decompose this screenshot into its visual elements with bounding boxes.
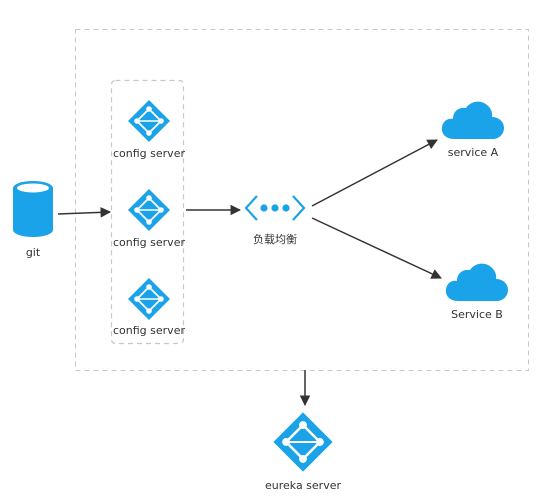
eureka-server-node[interactable]: eureka server <box>265 411 342 492</box>
config-server-group <box>110 79 185 345</box>
eureka-server-label: eureka server <box>265 479 342 492</box>
service-b-node[interactable]: Service B <box>445 263 508 321</box>
cluster-boundary <box>75 29 529 371</box>
diamond-network-icon <box>272 411 334 473</box>
arrow-load-balancer-to-service-b <box>311 217 442 279</box>
load-balancer-label: 负载均衡 <box>253 232 297 246</box>
diamond-network-icon <box>127 188 171 232</box>
load-balancer-node[interactable]: 负载均衡 <box>244 195 306 246</box>
arrow-load-balancer-to-service-a <box>311 139 438 207</box>
database-cylinder-icon <box>13 181 53 237</box>
diamond-network-icon <box>127 99 171 143</box>
config-server-label-1: config server <box>113 147 185 160</box>
config-server-node-3[interactable]: config server <box>113 277 185 337</box>
diamond-network-icon <box>127 277 171 321</box>
config-server-label-3: config server <box>113 324 185 337</box>
arrow-git-to-config <box>57 207 112 218</box>
config-server-node-1[interactable]: config server <box>113 99 185 160</box>
config-server-node-2[interactable]: config server <box>113 188 185 249</box>
service-a-node[interactable]: service A <box>441 101 504 159</box>
cloud-icon <box>445 263 508 301</box>
service-b-label: Service B <box>451 308 503 321</box>
service-a-label: service A <box>448 146 499 159</box>
config-server-label-2: config server <box>113 236 185 249</box>
git-label: git <box>26 246 41 259</box>
load-balancer-dots-icon <box>244 195 306 221</box>
cloud-icon <box>441 101 504 139</box>
git-node[interactable]: git <box>13 181 53 259</box>
